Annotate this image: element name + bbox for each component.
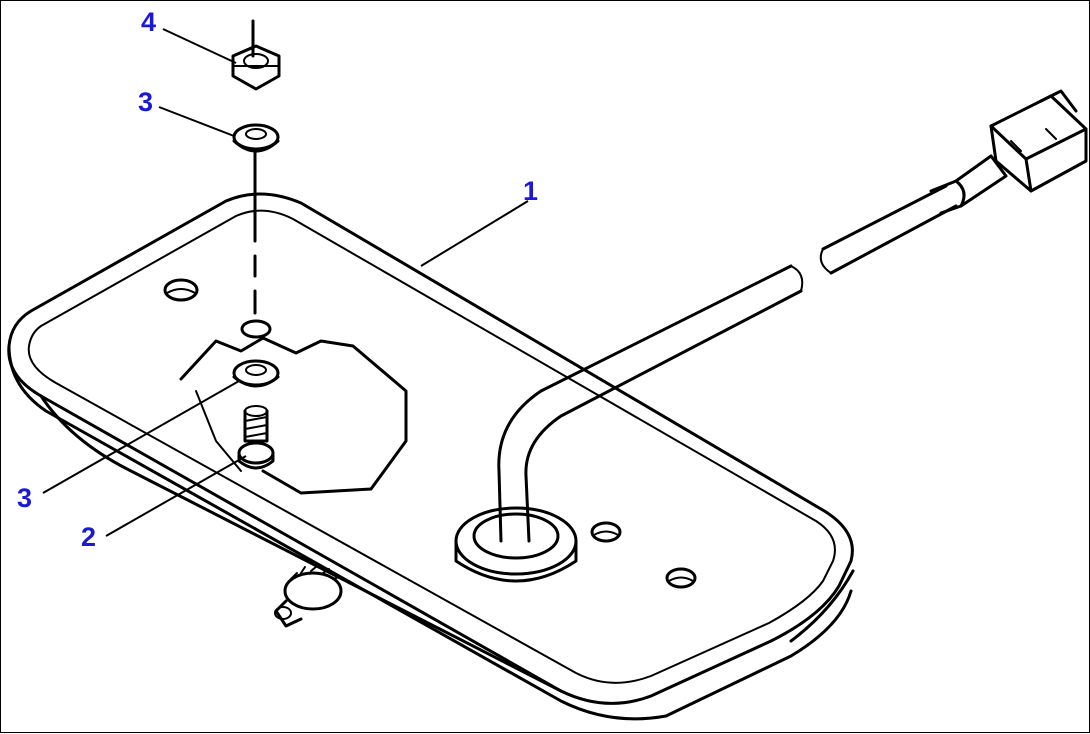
cable-connector <box>989 89 1088 193</box>
pivot-mount <box>274 565 343 628</box>
cutaway-section <box>179 336 408 495</box>
grommet <box>454 506 578 583</box>
washer-top-part-3 <box>232 123 280 153</box>
nut-part-4 <box>231 44 281 91</box>
callout-3-top-washer: 3 <box>138 87 154 117</box>
stud-hole <box>240 319 272 339</box>
mirror-body <box>7 192 855 721</box>
washer-bottom-part-3 <box>232 359 280 388</box>
callout-1-mirror: 1 <box>523 176 539 206</box>
callout-3-bottom-washer: 3 <box>17 483 33 513</box>
mirror-cable <box>497 154 1008 543</box>
leader-lines <box>42 28 529 537</box>
callout-4-nut: 4 <box>141 7 157 37</box>
bolt-part-2 <box>237 405 275 470</box>
stud-centerline <box>251 19 257 315</box>
callout-2-bolt: 2 <box>81 522 97 552</box>
